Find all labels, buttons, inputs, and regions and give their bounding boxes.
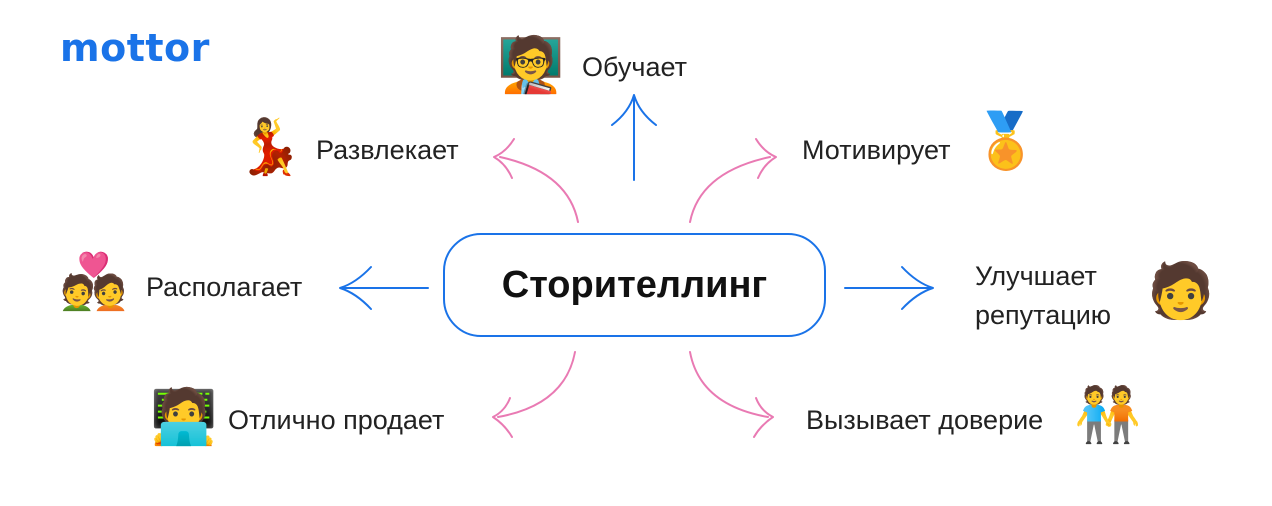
dancer-icon: 💃 — [236, 115, 304, 178]
arrow-lower-right — [689, 351, 774, 438]
arrow-right — [844, 266, 934, 310]
technologist-icon: 🧑‍💻 — [150, 385, 218, 448]
label-trust: Вызывает доверие — [806, 405, 1044, 435]
mottor-logo: mottor — [60, 26, 210, 70]
center-node: Сторителлинг — [443, 233, 826, 337]
label-sells: Отлично продает — [228, 405, 445, 435]
label-reputation-line1: Улучшает — [975, 261, 1097, 291]
medal-icon: 🏅 — [972, 109, 1040, 172]
label-teaches: Обучает — [582, 52, 687, 82]
couple-heart-icon: 💑 — [60, 250, 128, 313]
holding-hands-icon: 🧑‍🤝‍🧑 — [1074, 383, 1142, 446]
label-reputation-line2: репутацию — [975, 300, 1112, 330]
arrow-upper-right — [689, 138, 777, 223]
arrow-left — [339, 266, 429, 310]
arrow-up — [611, 94, 657, 181]
person-icon: 🧑 — [1147, 259, 1215, 322]
label-motivates: Мотивирует — [802, 135, 951, 165]
arrow-upper-left — [493, 138, 579, 223]
label-reputation: Улучшает репутацию — [975, 257, 1111, 335]
arrow-lower-left — [492, 351, 576, 438]
label-entertains: Развлекает — [316, 135, 459, 165]
teacher-icon: 🧑‍🏫 — [497, 33, 565, 96]
label-disposes: Располагает — [146, 272, 303, 302]
